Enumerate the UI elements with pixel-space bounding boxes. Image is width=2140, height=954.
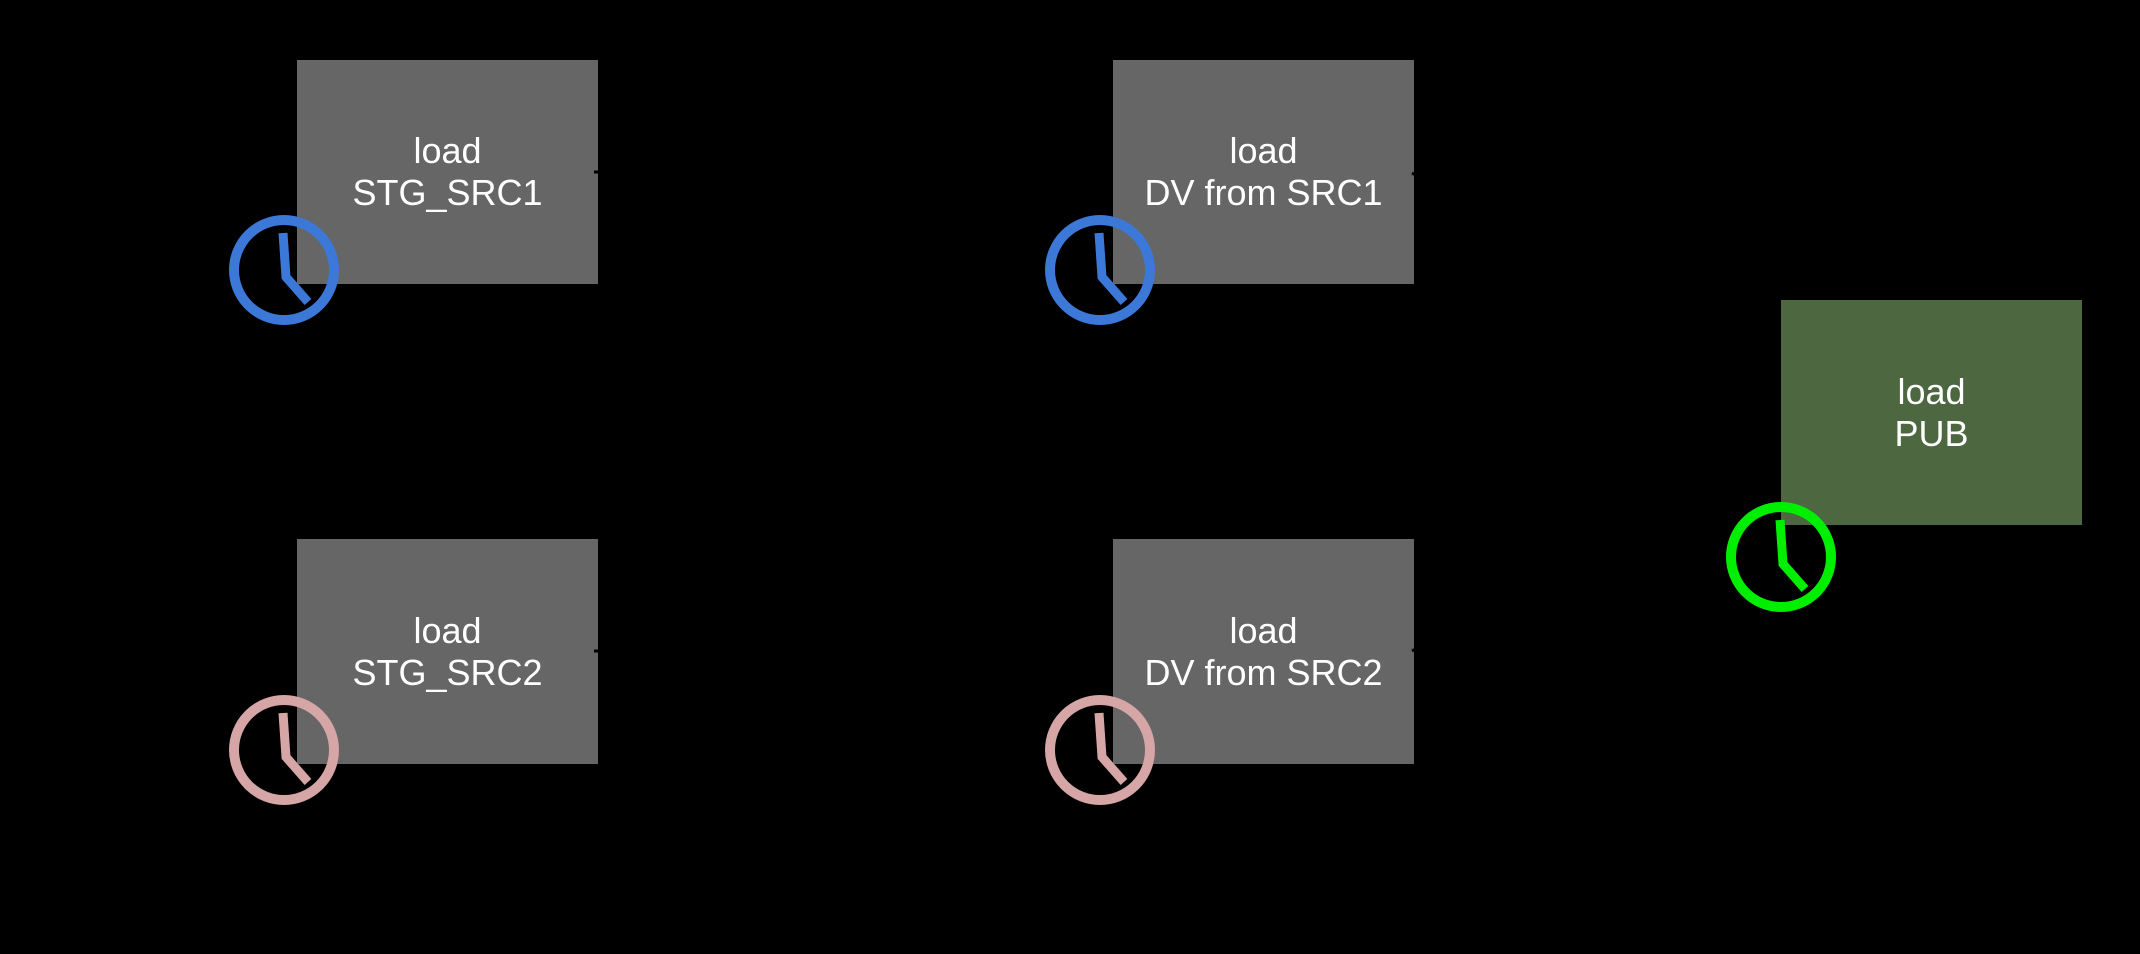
- node-label-line: load: [1897, 370, 1966, 412]
- node-label-line: DV from SRC1: [1144, 172, 1383, 213]
- blue-clock-icon: [1045, 215, 1155, 325]
- edge-dv-src1-to-pub: [1411, 171, 1779, 366]
- node-label-line: load: [1229, 609, 1298, 651]
- node-label-line: PUB: [1894, 412, 1969, 454]
- pink-clock-icon: [229, 695, 339, 805]
- green-clock-icon: [1726, 502, 1836, 612]
- clock-face: [1726, 502, 1836, 612]
- node-load-stg-src1: load STG_SRC1: [297, 60, 598, 284]
- edge-dv-src2-to-pub: [1411, 459, 1779, 653]
- pink-clock-icon: [1045, 695, 1155, 805]
- blue-clock-icon: [229, 215, 339, 325]
- clock-hands: [1775, 519, 1809, 592]
- clock-hands: [1094, 232, 1128, 305]
- node-load-pub: load PUB: [1781, 300, 2082, 525]
- node-label-line: STG_SRC1: [352, 172, 543, 213]
- clock-hands: [278, 712, 312, 785]
- node-label-line: load: [413, 609, 482, 651]
- node-label-line: DV from SRC2: [1144, 651, 1383, 693]
- clock-face: [1045, 695, 1155, 805]
- node-label-line: STG_SRC2: [352, 651, 543, 693]
- clock-face: [229, 695, 339, 805]
- node-load-stg-src2: load STG_SRC2: [297, 539, 598, 764]
- node-load-dv-from-src1: load DV from SRC1: [1113, 60, 1414, 284]
- node-label-line: load: [413, 130, 482, 171]
- clock-face: [1045, 215, 1155, 325]
- clock-face: [229, 215, 339, 325]
- clock-hands: [278, 232, 312, 305]
- clock-hands: [1094, 712, 1128, 785]
- node-label-line: load: [1229, 130, 1298, 171]
- node-load-dv-from-src2: load DV from SRC2: [1113, 539, 1414, 764]
